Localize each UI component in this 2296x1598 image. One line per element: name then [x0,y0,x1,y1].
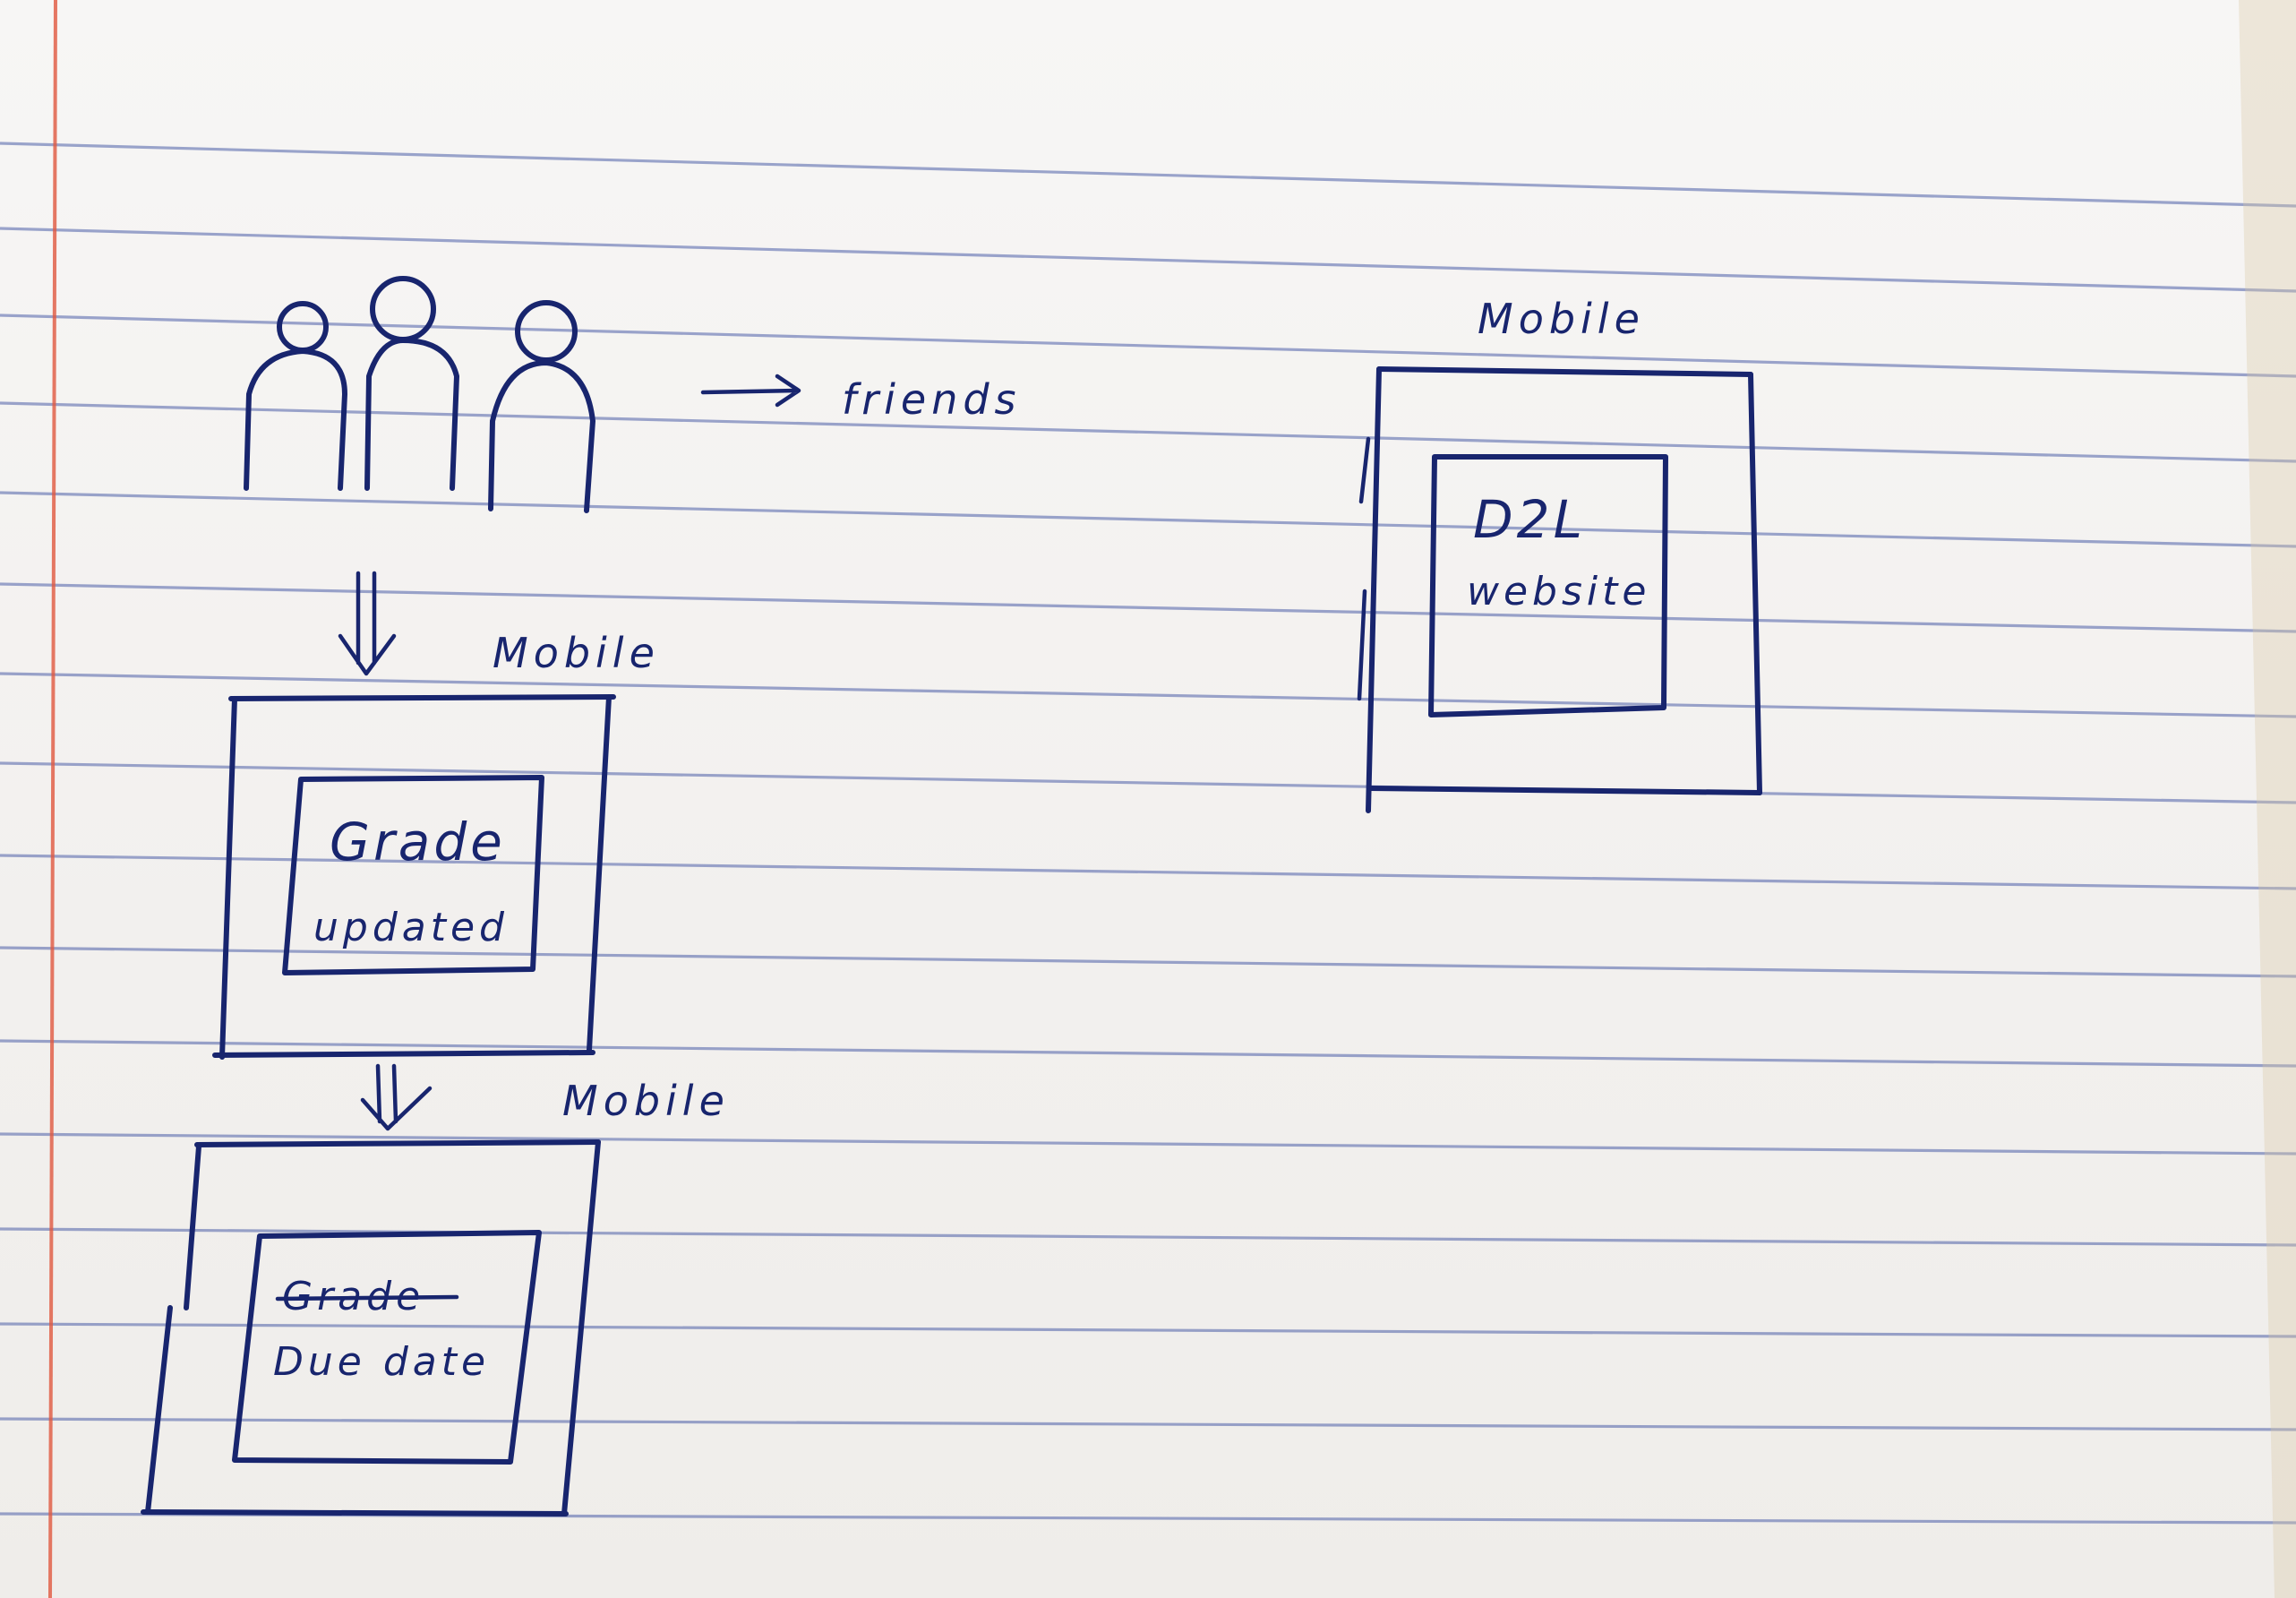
arrow-right-icon [700,374,801,408]
mobile-label-right: Mobile [1478,295,1645,343]
friends-label: friends [842,375,1022,424]
mobile-frame-bottom-left [141,1139,601,1516]
double-arrow-down-icon-2 [360,1063,433,1131]
mobile-frame-right [1357,366,1762,813]
ruled-lines [0,142,2296,1525]
mobile-label-top-left: Mobile [493,629,660,677]
strikethrough-mark [275,1294,459,1302]
mobile-frame-top-left [212,694,616,1060]
website-label: website [1467,569,1650,614]
double-arrow-down-icon [338,571,397,676]
friends-figures-icon [244,276,595,513]
d2l-label: D2L [1473,489,1586,550]
margin-line [48,0,57,1598]
page-edge-shadow [2239,0,2296,1598]
updated-label: updated [313,905,509,950]
grade-label: Grade [330,812,506,872]
mobile-label-bottom-left: Mobile [562,1077,730,1125]
due-date-label: Due date [273,1339,490,1385]
